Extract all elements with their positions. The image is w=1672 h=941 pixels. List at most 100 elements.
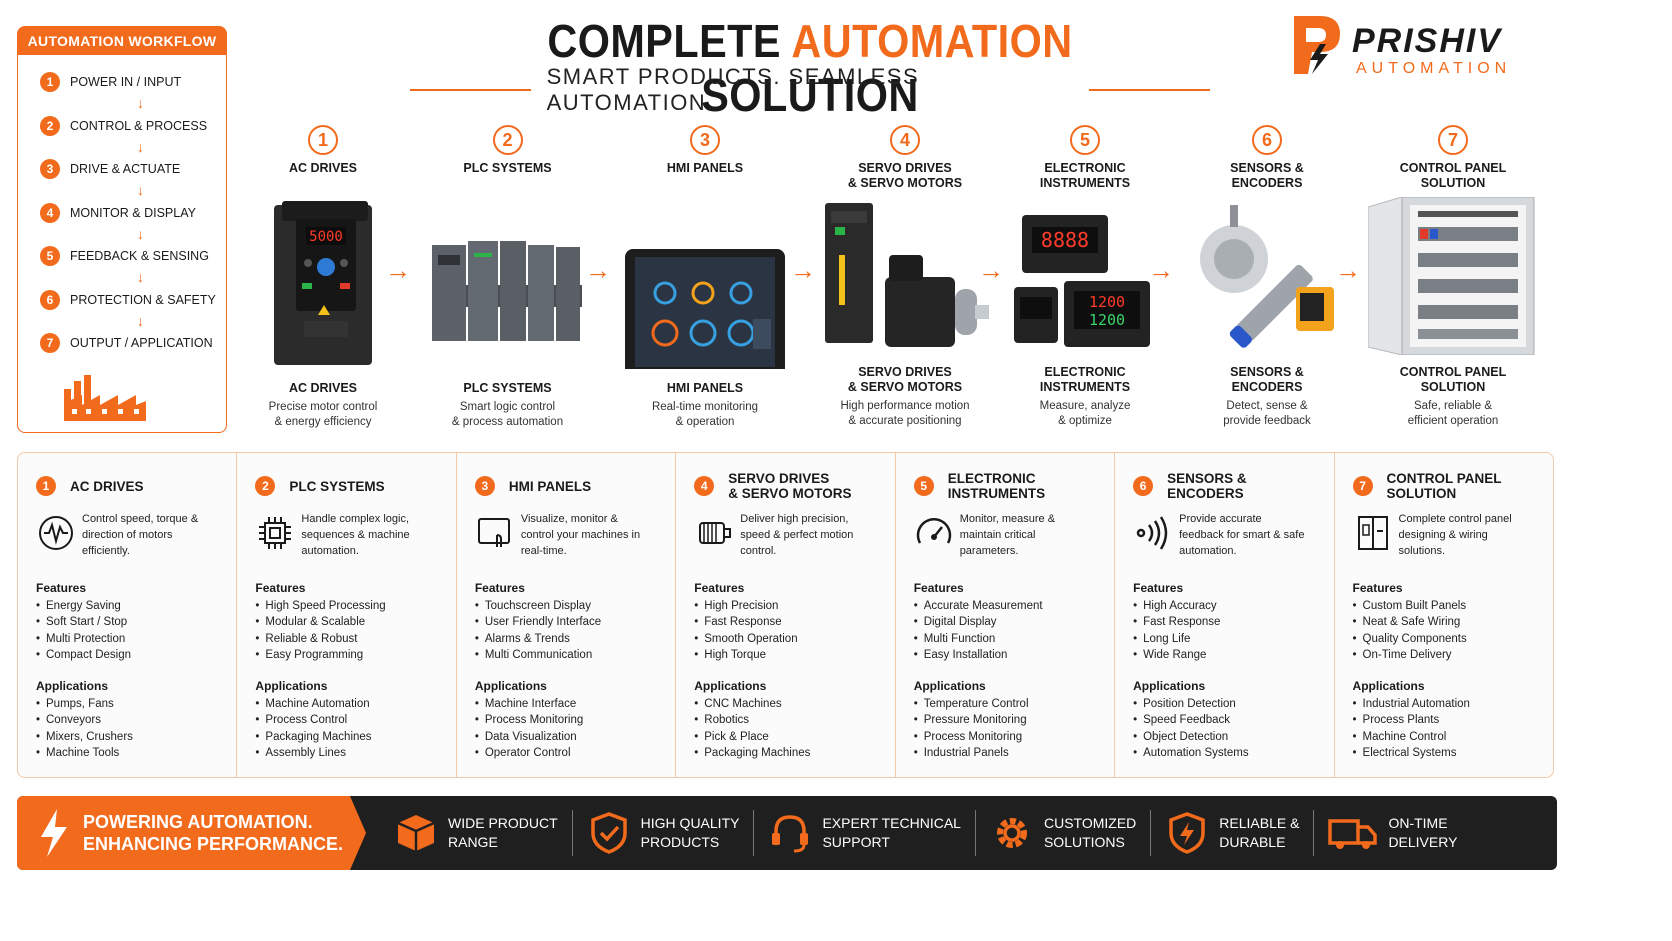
list-item: High Torque: [694, 647, 894, 664]
card-number: 1: [36, 476, 56, 496]
footer-item-support: EXPERT TECHNICAL SUPPORT: [754, 796, 975, 870]
card-number: 7: [1352, 476, 1373, 496]
card-number: 3: [474, 476, 495, 496]
meter-readout-2: 1200: [1089, 293, 1125, 311]
list-item: Multi Protection: [36, 631, 236, 648]
list-item: Electrical Systems: [1353, 745, 1553, 762]
applications-list: Machine Automation Process Control Packa…: [255, 696, 455, 761]
flow-arrow-icon: →: [1148, 255, 1174, 285]
product-number: 4: [890, 125, 920, 155]
list-item: Alarms & Trends: [475, 631, 675, 648]
workflow-title: AUTOMATION WORKFLOW: [18, 27, 226, 55]
hmi-image: [625, 249, 785, 369]
product-name: HMI PANELS: [666, 381, 744, 395]
step-label: MONITOR & DISPLAY: [70, 205, 196, 220]
list-item: Robotics: [694, 712, 894, 729]
shield-check-icon: [590, 812, 627, 854]
list-item: Process Plants: [1353, 712, 1553, 729]
features-list: Accurate Measurement Digital Display Mul…: [914, 598, 1114, 663]
headset-icon: [772, 815, 809, 853]
page-title: COMPLETE AUTOMATION SOLUTION: [450, 14, 1170, 122]
card-description: Handle complex logic, sequences & machin…: [301, 513, 410, 557]
card-number: 4: [694, 476, 715, 496]
sensors-image: [1200, 205, 1334, 348]
card-description: Control speed, torque & direction of mot…: [82, 513, 199, 557]
product-sensors: 6 SENSORS & ENCODERS SENSORS & ENCODERS …: [1192, 125, 1342, 429]
list-item: Digital Display: [914, 614, 1114, 631]
down-arrow-icon: ↓: [137, 269, 144, 285]
divider: [1089, 89, 1210, 91]
product-number: 5: [1070, 125, 1100, 155]
card-description: Visualize, monitor & control your machin…: [520, 513, 641, 557]
footer-item-quality: HIGH QUALITY PRODUCTS: [573, 796, 754, 870]
product-number: 1: [308, 125, 338, 155]
product-control-panel: 7 CONTROL PANEL SOLUTION CONTROL PANEL S…: [1368, 125, 1538, 429]
product-name: PLC SYSTEMS: [463, 381, 552, 395]
product-ac-drives: 1 AC DRIVES 5000 AC DRIVES Precise motor…: [248, 125, 398, 430]
step-number: 7: [40, 333, 60, 353]
flow-arrow-icon: →: [1335, 255, 1361, 285]
touchscreen-icon: [477, 518, 510, 547]
applications-heading: Applications: [474, 679, 547, 694]
step-label: FEEDBACK & SENSING: [70, 249, 209, 263]
card-description: Deliver high precision, speed & perfect …: [740, 513, 854, 557]
card-number: 5: [913, 476, 934, 496]
card-title: CONTROL PANEL SOLUTION: [1386, 471, 1502, 501]
gauge-icon: [916, 518, 951, 544]
factory-icon: [64, 375, 146, 421]
footer-item-label: WIDE PRODUCT RANGE: [448, 815, 558, 850]
card-title: AC DRIVES: [70, 478, 144, 494]
step-number: 1: [40, 72, 60, 92]
applications-heading: Applications: [255, 679, 328, 694]
product-title: SERVO DRIVES & SERVO MOTORS: [847, 161, 963, 190]
product-instruments: 5 ELECTRONIC INSTRUMENTS 8888 1200 1200 …: [1010, 125, 1160, 429]
control-panel-image: [1368, 197, 1535, 355]
list-item: On-Time Delivery: [1353, 647, 1553, 664]
list-item: Object Detection: [1133, 729, 1333, 746]
applications-list: Machine Interface Process Monitoring Dat…: [475, 696, 675, 761]
footer-item-label: RELIABLE & DURABLE: [1219, 815, 1300, 850]
list-item: Quality Components: [1353, 631, 1553, 648]
title-highlight: AUTOMATION: [791, 15, 1073, 67]
gear-icon: [996, 818, 1027, 848]
footer-item-label: EXPERT TECHNICAL SUPPORT: [822, 815, 961, 850]
list-item: Easy Installation: [914, 647, 1114, 664]
plc-image: [432, 241, 582, 341]
chip-icon: [259, 517, 292, 549]
list-item: Fast Response: [694, 614, 894, 631]
divider: [1313, 810, 1315, 856]
footer-lead: POWERING AUTOMATION. ENHANCING PERFORMAN…: [17, 796, 366, 870]
card-number: 2: [255, 476, 276, 496]
footer-item-range: WIDE PRODUCT RANGE: [380, 796, 572, 870]
product-number: 6: [1252, 125, 1282, 155]
step-number: 3: [40, 159, 60, 179]
list-item: Machine Automation: [255, 696, 455, 713]
list-item: Conveyors: [36, 712, 236, 729]
product-name: AC DRIVES: [288, 381, 358, 395]
list-item: Reliable & Robust: [255, 631, 455, 648]
down-arrow-icon: ↓: [137, 225, 144, 242]
panel-icon: [1357, 516, 1388, 550]
card-title: SERVO DRIVES & SERVO MOTORS: [728, 471, 852, 501]
divider: [974, 810, 976, 856]
brand-name: PRISHIV: [1352, 22, 1503, 60]
features-list: Touchscreen Display User Friendly Interf…: [475, 598, 675, 663]
page-subtitle: SMART PRODUCTS. SEAMLESS AUTOMATION.: [546, 64, 920, 115]
list-item: Assembly Lines: [255, 745, 455, 762]
step-number: 4: [40, 202, 60, 223]
list-item: Pumps, Fans: [36, 696, 236, 713]
product-description: Detect, sense & provide feedback: [1223, 400, 1311, 427]
title-part-1: COMPLETE: [547, 15, 792, 67]
product-plc-systems: 2 PLC SYSTEMS PLC SYSTEMS Smart logic co…: [430, 125, 585, 430]
footer-item-label: ON-TIME DELIVERY: [1388, 815, 1458, 850]
